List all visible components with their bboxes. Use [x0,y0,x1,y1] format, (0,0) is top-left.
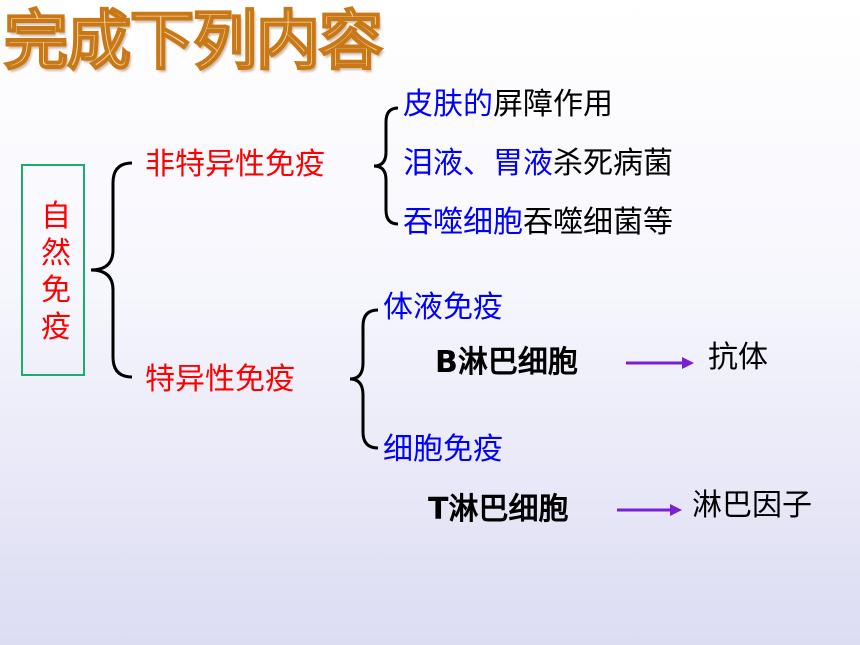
item-3-action: 吞噬细菌等 [523,205,673,240]
item-1-action: 屏障作用 [493,87,613,122]
specific-brace [349,308,379,450]
b-cell-label: B淋巴细胞 [435,345,578,380]
arrowhead-2 [670,504,682,516]
item-2-action: 杀死病菌 [553,146,673,181]
antibody-label: 抗体 [708,340,768,375]
root-label: 自然免疫 [41,199,71,345]
nonspecific-label: 非特异性免疫 [145,147,325,182]
nonspecific-item-3: 吞噬细胞吞噬细菌等 [403,205,673,241]
arrowhead-1 [682,357,694,369]
cellular-label: 细胞免疫 [383,432,503,467]
nonspecific-brace [373,106,399,226]
item-2-subject: 泪液、胃液 [403,146,553,181]
specific-label: 特异性免疫 [145,362,295,397]
root-box [21,164,85,376]
lymphokine-label: 淋巴因子 [692,488,812,523]
nonspecific-item-1: 皮肤的屏障作用 [403,87,613,123]
humoral-label: 体液免疫 [383,290,503,325]
t-cell-label: T淋巴细胞 [428,492,569,527]
nonspecific-item-2: 泪液、胃液杀死病菌 [403,146,673,182]
slide-title: 完成下列内容 [3,4,384,80]
item-1-subject: 皮肤的 [403,87,493,122]
item-3-subject: 吞噬细胞 [403,205,523,240]
root-brace [90,161,133,379]
